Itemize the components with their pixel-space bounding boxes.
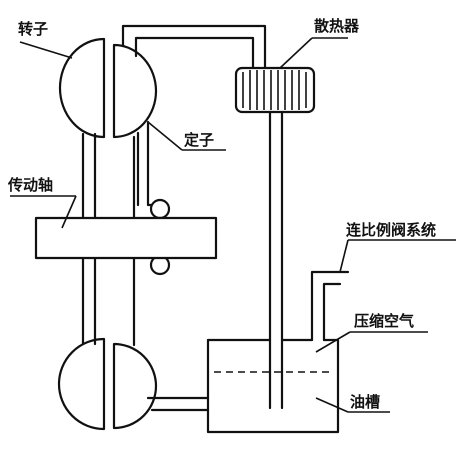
- leader-lines: [10, 37, 456, 413]
- bottom-rotor: [57, 337, 106, 431]
- bottom-stator: [112, 342, 158, 430]
- top-rotor: [58, 37, 106, 139]
- stator-label: 定子: [184, 131, 214, 149]
- compressed-air-label: 压缩空气: [354, 312, 414, 330]
- upper-oil-line: [121, 24, 267, 207]
- radiator-body: [234, 66, 316, 114]
- rotor-label: 转子: [18, 20, 48, 38]
- radiator-label: 散热器: [314, 17, 360, 35]
- drive-shaft-label: 传动轴: [7, 176, 53, 194]
- oil-tank-body: [206, 338, 340, 434]
- return-oil-line: [146, 396, 210, 412]
- radiator-downpipe: [268, 110, 284, 410]
- drive-shaft-body: [34, 216, 218, 260]
- seal-ring-upper: [149, 198, 171, 220]
- oil-tank-label: 油槽: [350, 393, 380, 411]
- proportional-valve-label: 连比例阀系统: [346, 221, 436, 239]
- top-stator: [112, 43, 158, 139]
- rotor-shaft: [81, 132, 136, 347]
- valve-pipe: [310, 270, 350, 342]
